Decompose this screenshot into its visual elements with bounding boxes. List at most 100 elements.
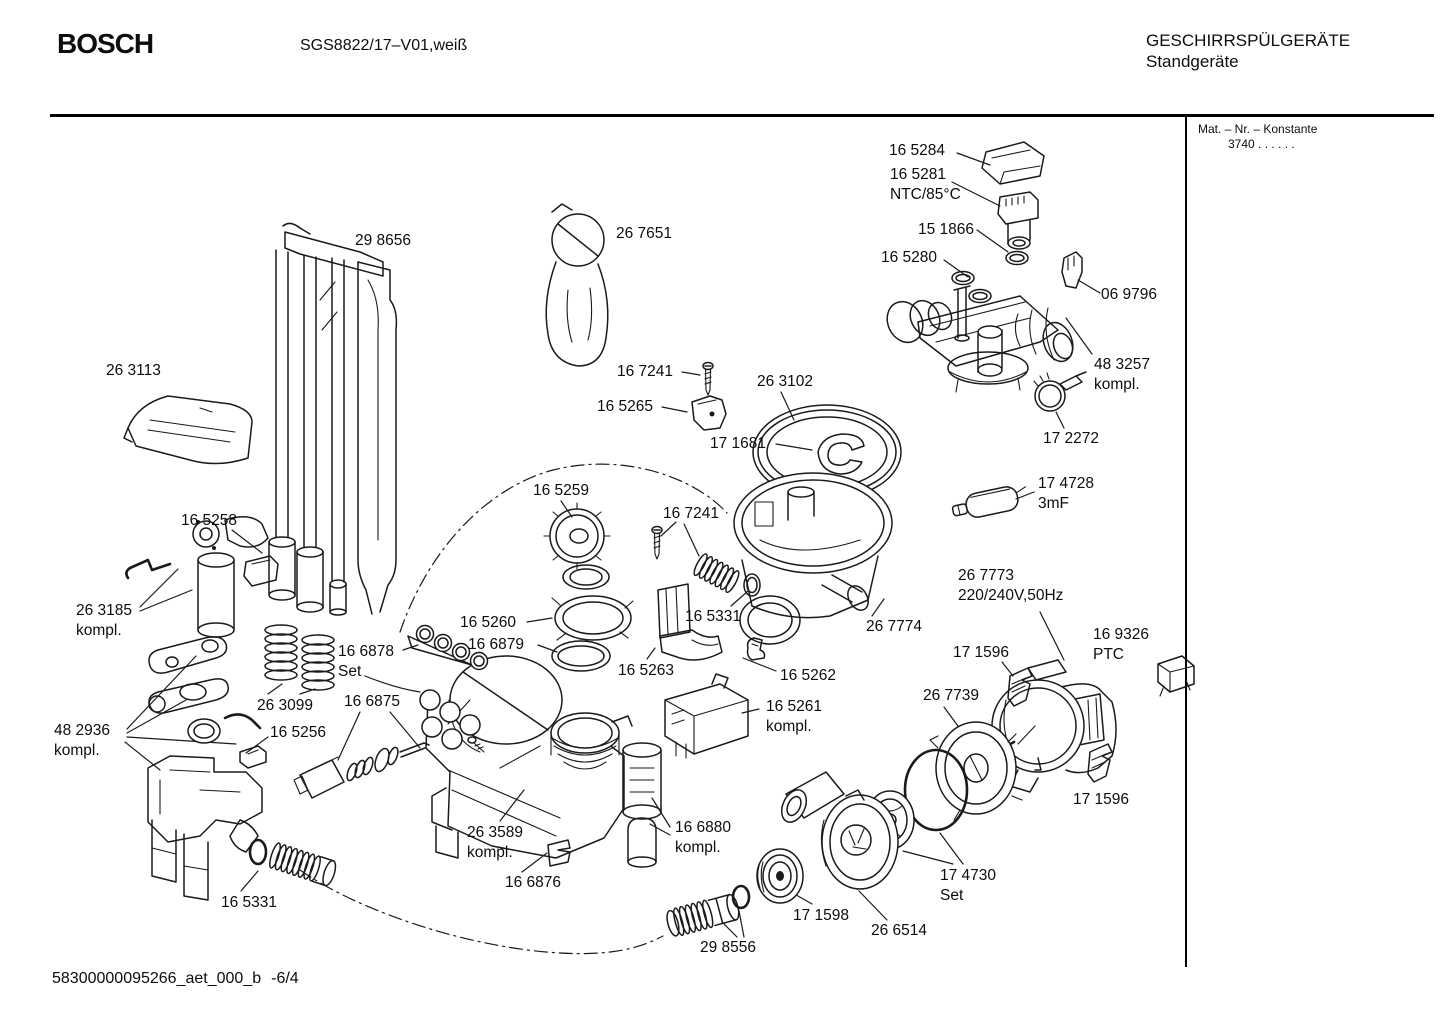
drawing-funnel-set-16-6878 [407, 624, 489, 671]
drawing-seal-17-1598 [756, 848, 804, 904]
part-number: 16 7241 [617, 363, 674, 380]
part-label-16-6876: 16 6876 [505, 873, 561, 893]
drawing-valve-26-3185 [125, 516, 279, 638]
footer: 58300000095266_aet_000_b-6/4 [52, 970, 299, 988]
bosch-logo: BOSCH [57, 28, 154, 59]
part-number: 16 6875 [344, 693, 401, 710]
drawing-cover-26-3113 [123, 395, 253, 465]
part-label-16-7241-b: 16 7241 [663, 504, 719, 524]
drawing-clip-16-5262 [746, 637, 766, 661]
part-label-29-8556: 29 8556 [700, 938, 756, 958]
right-divider [1185, 114, 1187, 967]
model-number: SGS8822/17–V01,weiß [300, 37, 468, 54]
drawing-volute-26-6514 [820, 789, 899, 890]
drawing-cover-16-5284 [981, 141, 1045, 185]
assembly-axis-lines [299, 463, 728, 955]
part-label-16-5331-a: 16 5331 [685, 607, 741, 627]
drawing-spring-hose-16-5331-a [693, 553, 761, 597]
part-label-26-3113: 26 3113 [106, 361, 161, 381]
drawing-oring-15-1866 [1005, 250, 1029, 266]
part-label-16-5258: 16 5258 [181, 511, 237, 531]
drawing-sump-26-3589 [419, 655, 633, 859]
part-number: 17 2272 [1043, 430, 1100, 447]
leader-lines [124, 152, 1101, 938]
drawing-ptc-16-9326 [1157, 655, 1195, 697]
part-number: 26 3185 [76, 602, 133, 619]
part-number: 16 5262 [780, 667, 837, 684]
part-number: 16 6880 [675, 819, 732, 836]
drawing-hose-29-8556 [666, 884, 751, 937]
part-number: 26 3589 [467, 824, 524, 841]
drawing-capacitor-17-4728 [951, 486, 1027, 518]
part-number: 16 5280 [881, 249, 938, 266]
part-number: 16 5258 [181, 512, 238, 529]
part-label-16-5260: 16 5260 [460, 613, 516, 633]
drawing-bracket-17-1596-a [1007, 667, 1033, 707]
part-number: 16 7241 [663, 505, 720, 522]
drawing-inlet-elbow [780, 771, 845, 823]
part-label-16-5263: 16 5263 [618, 661, 674, 681]
part-label-16-5284: 16 5284 [889, 141, 945, 161]
header-divider [50, 114, 1434, 117]
part-label-16-5280: 16 5280 [881, 248, 937, 268]
part-label-17-1596-b: 17 1596 [1073, 790, 1129, 810]
document-id: 58300000095266_aet_000_b [52, 970, 262, 987]
drawing-gasket-16-6879 [551, 640, 611, 672]
product-group-subtitle: Standgeräte [1146, 52, 1239, 71]
material-number-box: Mat. – Nr. – Konstante 3740 . . . . . . [1198, 122, 1317, 152]
part-label-26-7739: 26 7739 [923, 686, 979, 706]
part-label-26-3099: 26 3099 [257, 696, 313, 716]
part-number: 17 1681 [710, 435, 767, 452]
part-label-17-2272: 17 2272 [1043, 429, 1099, 449]
part-note: kompl. [467, 843, 513, 861]
part-label-26-6514: 26 6514 [871, 921, 927, 941]
drawing-part-16-5256 [223, 713, 267, 769]
part-note: kompl. [766, 717, 812, 735]
part-number: 16 6878 [338, 643, 395, 660]
part-label-16-6875: 16 6875 [344, 692, 400, 712]
part-number: 16 6876 [505, 874, 562, 891]
drawing-hose-16-5331-b [248, 838, 337, 887]
part-number: 16 5331 [685, 608, 742, 625]
part-label-17-1596-a: 17 1596 [953, 643, 1009, 663]
drawing-inlet-assembly-48-3257 [886, 285, 1074, 393]
part-number: 17 1598 [793, 907, 850, 924]
part-label-17-4728: 17 4728 3mF [1038, 474, 1094, 513]
drawing-heat-exchanger-29-8656 [268, 222, 398, 616]
part-number: 17 4728 [1038, 475, 1095, 492]
part-number: 26 3113 [106, 362, 161, 379]
part-number: 26 7739 [923, 687, 980, 704]
part-number: 16 5260 [460, 614, 517, 631]
part-number: 29 8556 [700, 939, 757, 956]
product-group: GESCHIRRSPÜLGERÄTE Standgeräte [1146, 30, 1350, 72]
part-number: 16 5263 [618, 662, 675, 679]
drawing-hook-17-1681 [817, 433, 865, 475]
part-label-15-1866: 15 1866 [918, 220, 974, 240]
drawing-oring-17-4730 [903, 748, 969, 832]
drawing-bracket-16-5263 [657, 583, 723, 661]
part-number: 16 9326 [1093, 626, 1150, 643]
part-number: 26 6514 [871, 922, 928, 939]
part-number: 26 7774 [866, 618, 923, 635]
part-label-26-7651: 26 7651 [616, 224, 672, 244]
part-label-16-5331-b: 16 5331 [221, 893, 277, 913]
part-number: 16 5284 [889, 142, 946, 159]
drawing-pump-flange-26-7739 [929, 721, 1023, 821]
part-label-29-8656: 29 8656 [355, 231, 411, 251]
part-label-17-1598: 17 1598 [793, 906, 849, 926]
drawing-valve-16-5261 [664, 673, 749, 759]
part-number: 26 7773 [958, 567, 1015, 584]
drawing-plunger-set-16-6875 [293, 736, 485, 799]
part-note: 3mF [1038, 494, 1069, 512]
part-label-26-3102: 26 3102 [757, 372, 813, 392]
part-note: NTC/85°C [890, 185, 961, 203]
part-number: 26 7651 [616, 225, 673, 242]
